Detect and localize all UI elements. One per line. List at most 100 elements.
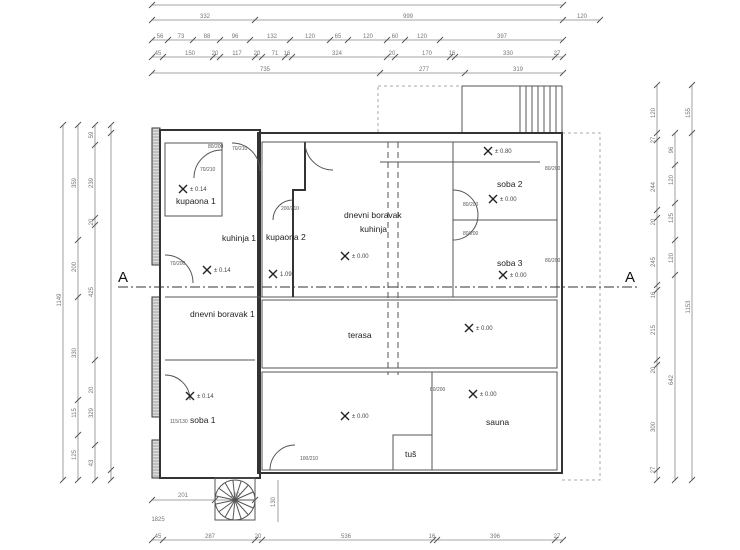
dimension-label: 115	[72, 408, 78, 418]
dimension-tick	[551, 536, 559, 544]
dimension-tick	[91, 221, 99, 229]
room-dnevni-boravak-1: dnevni boravak 1	[190, 309, 255, 319]
dimension-label: 130	[271, 496, 277, 507]
level-sauna: ± 0.00	[480, 392, 497, 398]
dimension-tick	[671, 476, 679, 484]
dimension-label: 324	[332, 51, 343, 57]
room-tus: tuš	[405, 449, 416, 459]
dimension-tick	[74, 121, 82, 129]
level-mark-icon	[483, 146, 493, 156]
dimension-tick	[446, 53, 454, 61]
dimension-label: 16	[449, 51, 456, 57]
room-soba-3: soba 3	[497, 258, 523, 268]
level-kupaona-1: ± 0.14	[190, 187, 207, 193]
dimension-label: 359	[72, 177, 78, 188]
dimension-tick	[559, 69, 567, 77]
door-size-label: 80/200	[430, 387, 446, 393]
room-kupaona-2: kupaona 2	[266, 232, 306, 242]
level-kuhinja-1: ± 0.14	[214, 268, 231, 274]
level-mark-icon	[185, 391, 195, 401]
dimension-tick	[91, 121, 99, 129]
dimension-tick	[74, 236, 82, 244]
dimension-tick	[653, 281, 661, 289]
level-soba-3: ± 0.00	[510, 273, 527, 279]
dimension-tick	[251, 53, 259, 61]
dimension-tick	[653, 129, 661, 137]
level-mark-icon	[488, 194, 498, 204]
door-size-label: 80/200	[208, 144, 224, 150]
dimension-label: 642	[669, 374, 675, 385]
dimension-label: 56	[157, 34, 164, 40]
hatched-wall	[151, 127, 161, 479]
dimension-tick	[148, 69, 156, 77]
dimension-tick	[159, 53, 167, 61]
dimension-label: 130	[230, 493, 241, 499]
dimension-label: 1153	[686, 300, 692, 314]
level-mark-icon	[178, 184, 188, 194]
dimension-tick	[189, 36, 197, 44]
level-soba-2: ± 0.00	[500, 197, 517, 203]
dimension-tick	[286, 36, 294, 44]
dimension-label: 215	[651, 324, 657, 335]
dimension-tick	[107, 466, 115, 474]
dimension-label: 201	[178, 493, 189, 499]
dimension-label: 200	[72, 261, 78, 272]
dimension-tick	[74, 396, 82, 404]
outdoor-stairs	[377, 85, 601, 481]
dimension-label: 425	[89, 286, 95, 297]
dimension-tick	[653, 206, 661, 214]
level-terasa: ± 0.00	[476, 326, 493, 332]
dimension-tick	[258, 536, 266, 544]
dimension-label: 319	[513, 67, 524, 73]
dimension-label: 27	[554, 534, 561, 540]
door-size-label: 80/200	[463, 202, 479, 208]
dimension-tick	[107, 476, 115, 484]
dimension-tick	[148, 536, 156, 544]
level-soba-2-top: ± 0.80	[495, 149, 512, 155]
section-marker-left: A	[118, 269, 128, 286]
dimension-tick	[688, 81, 696, 89]
dimension-tick	[451, 53, 459, 61]
dimension-label: 120	[669, 252, 675, 263]
dimension-tick	[107, 121, 115, 129]
dimension-tick	[216, 36, 224, 44]
dimension-tick	[164, 36, 172, 44]
dimension-tick	[436, 36, 444, 44]
dimension-label: 43	[89, 459, 95, 466]
dimension-tick	[281, 53, 289, 61]
dimension-tick	[671, 161, 679, 169]
dimension-label: 20	[651, 366, 657, 373]
dimension-label: 244	[651, 181, 657, 192]
dimension-label: 120	[651, 107, 657, 118]
door-size-label: 70/210	[200, 167, 216, 173]
dimension-tick	[246, 36, 254, 44]
dimension-tick	[653, 356, 661, 364]
dimension-tick	[148, 16, 156, 24]
dimension-label: 65	[335, 34, 342, 40]
dimension-label: 20	[651, 218, 657, 225]
spiral-staircase	[214, 477, 256, 521]
dimension-label: 20	[255, 534, 262, 540]
dimension-tick	[59, 476, 67, 484]
dimension-tick	[671, 199, 679, 207]
dimension-label: 1825	[151, 517, 165, 523]
dimension-label: 27	[651, 136, 657, 143]
dimension-tick	[559, 36, 567, 44]
dimension-tick	[344, 36, 352, 44]
dimension-tick	[433, 536, 441, 544]
dimension-label: 155	[686, 107, 692, 118]
dimension-label: 735	[260, 67, 271, 73]
dimension-label: 27	[554, 51, 561, 57]
dimension-tick	[148, 496, 156, 504]
dimension-tick	[653, 476, 661, 484]
dimension-tick	[258, 53, 266, 61]
dimension-label: 330	[72, 347, 78, 358]
dimension-tick	[376, 69, 384, 77]
dimension-label: 16	[284, 51, 291, 57]
dimension-tick	[653, 466, 661, 474]
dimension-label: 59	[89, 131, 95, 138]
dimension-tick	[107, 129, 115, 137]
dimension-label: 60	[392, 34, 399, 40]
dimension-tick	[288, 53, 296, 61]
